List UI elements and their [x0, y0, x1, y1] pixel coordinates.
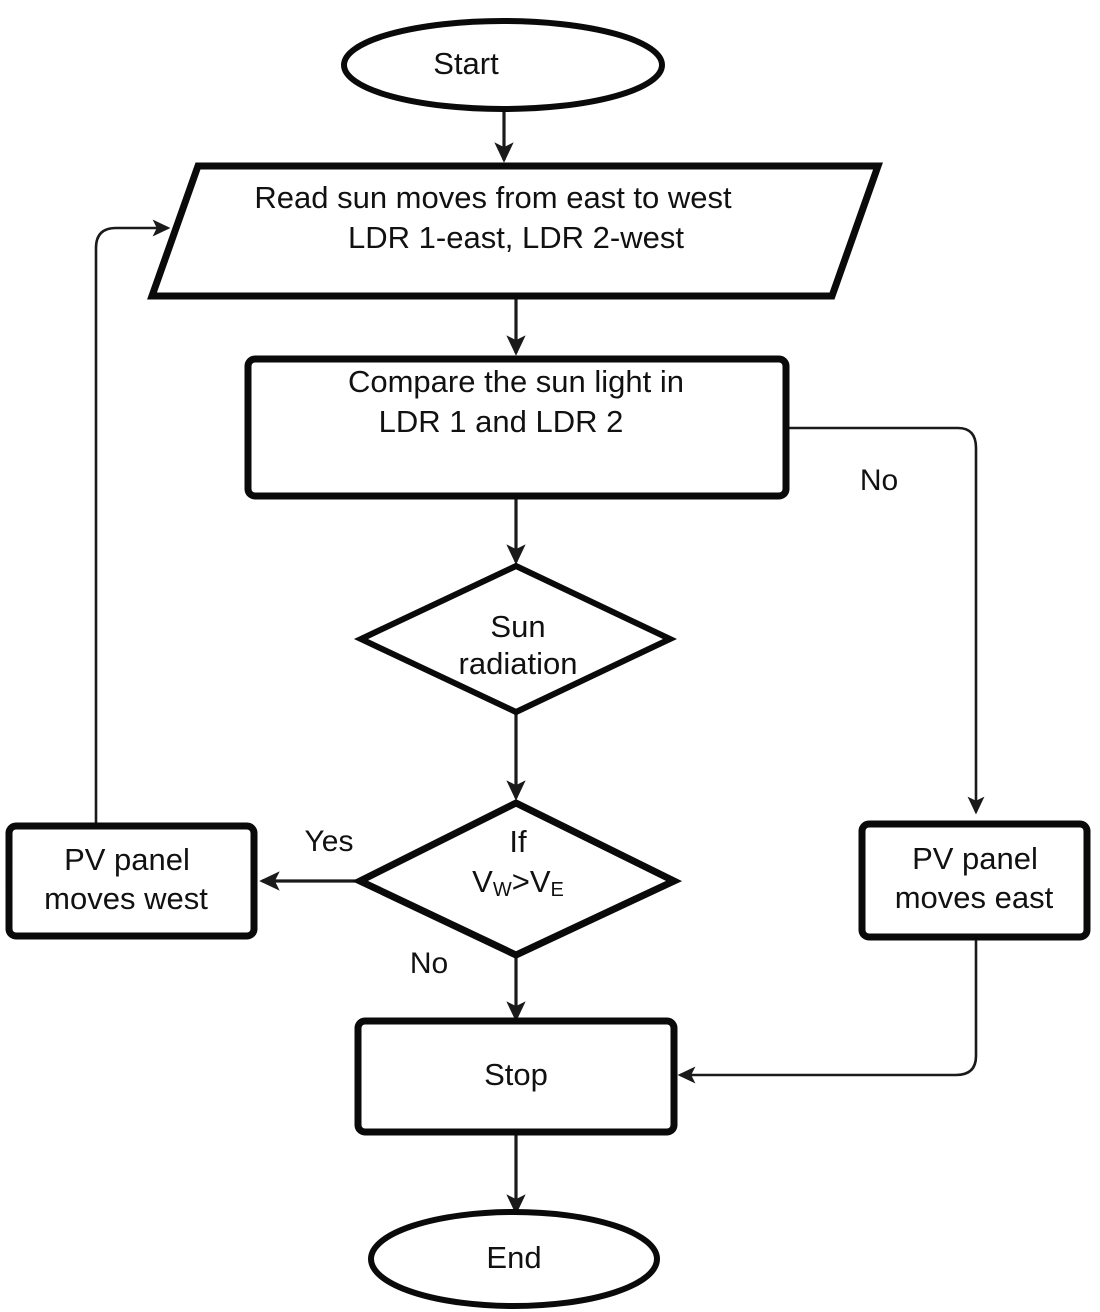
node-stop[interactable]: Stop [354, 1017, 678, 1136]
sun-radiation-line1: Sun [490, 609, 545, 644]
start-ellipse-shape [341, 18, 665, 112]
if-condition-diamond-shape [352, 799, 683, 959]
node-compare[interactable]: Compare the sun light in LDR 1 and LDR 2 [244, 355, 790, 500]
v-west-subscript: W [493, 879, 512, 901]
connector-panel-west-to-read-loop [94, 219, 171, 842]
panel-east-line1: PV panel [912, 841, 1038, 876]
connector-panel-east-to-stop [677, 939, 978, 1084]
sun-radiation-line2: radiation [459, 646, 578, 681]
if-condition-line1: If [509, 824, 527, 859]
panel-east-box-shape [858, 820, 1091, 941]
read-input-line1: Read sun moves from east to west [254, 180, 732, 215]
edge-label-if-no: No [410, 947, 448, 980]
node-start[interactable]: Start [341, 18, 665, 112]
end-label: End [486, 1240, 541, 1275]
comparison-operator: > [512, 864, 530, 899]
read-input-line2: LDR 1-east, LDR 2-west [348, 220, 684, 255]
compare-box-shape [244, 355, 790, 500]
node-panel-east[interactable]: PV panel moves east [858, 820, 1091, 941]
sun-radiation-diamond-shape [353, 562, 678, 716]
stop-box-shape [354, 1017, 678, 1136]
compare-line2: LDR 1 and LDR 2 [379, 404, 624, 439]
edge-label-if-yes: Yes [305, 825, 354, 858]
connector-compare-no-to-panel-east [787, 426, 985, 815]
compare-line1: Compare the sun light in [348, 364, 684, 399]
v-west-symbol: V [472, 864, 493, 899]
node-read-input[interactable]: Read sun moves from east to west LDR 1-e… [147, 162, 883, 300]
start-label: Start [433, 46, 499, 81]
node-panel-west[interactable]: PV panel moves west [5, 822, 258, 940]
panel-east-line2: moves east [895, 880, 1054, 915]
v-east-symbol: V [530, 864, 551, 899]
if-condition-expression: VW>VE [472, 864, 564, 901]
panel-west-line1: PV panel [64, 842, 190, 877]
edge-label-compare-no: No [860, 464, 898, 497]
v-east-subscript: E [551, 879, 564, 901]
end-ellipse-shape [368, 1209, 660, 1309]
panel-west-box-shape [5, 822, 258, 940]
stop-label: Stop [484, 1057, 548, 1092]
node-end[interactable]: End [368, 1209, 660, 1309]
node-sun-radiation[interactable]: Sun radiation [353, 562, 678, 716]
node-if-condition[interactable]: If VW>VE [352, 799, 683, 959]
read-input-parallelogram-shape [147, 162, 883, 300]
panel-west-line2: moves west [44, 881, 208, 916]
